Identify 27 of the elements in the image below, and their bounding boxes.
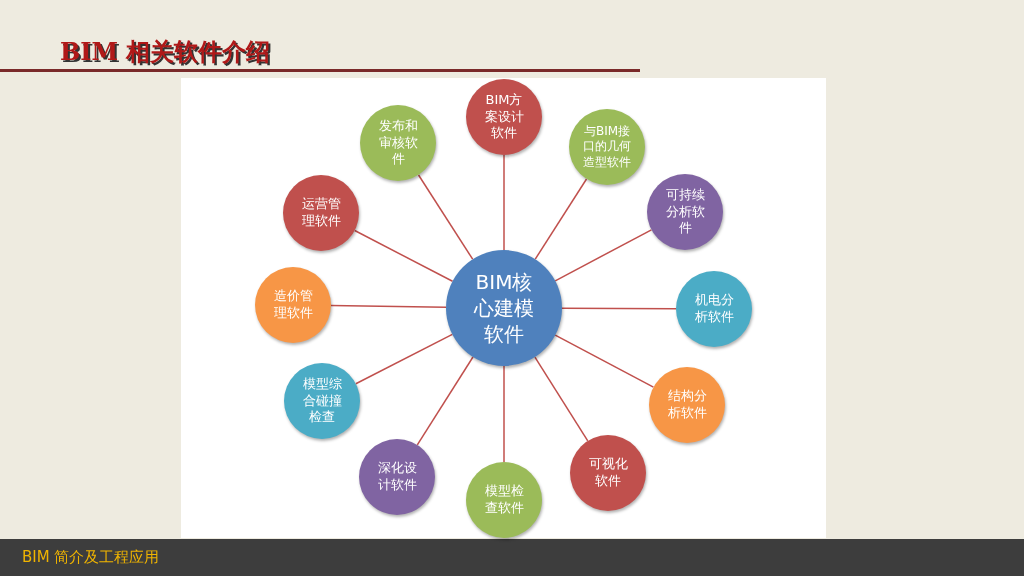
circle-label: 深化设计软件 <box>376 460 418 494</box>
connector-line <box>534 178 588 260</box>
circle-label: 机电分析软件 <box>693 292 735 326</box>
connector-line <box>330 304 447 308</box>
connector-line <box>534 356 589 442</box>
circle-label: 造价管理软件 <box>272 288 314 322</box>
connector-line <box>561 307 677 310</box>
circle-label: 结构分析软件 <box>666 388 708 422</box>
connector-line <box>503 365 505 463</box>
connector-line <box>355 333 454 385</box>
circle-label: 模型检查软件 <box>483 483 525 517</box>
circle-label: 模型综合碰撞检查 <box>301 375 343 427</box>
circle-label: 可视化软件 <box>587 456 629 490</box>
connector-line <box>554 229 653 282</box>
circle-label: 可持续分析软件 <box>664 186 706 238</box>
connector-line <box>554 334 655 388</box>
circle-label: BIM方案设计软件 <box>483 91 525 143</box>
slide-title: BIM 相关软件介绍 <box>60 36 271 68</box>
circle-label: 与BIM接口的几何造型软件 <box>582 123 632 171</box>
footer-text: BIM 简介及工程应用 <box>22 548 160 567</box>
circle-label: BIM核心建模软件 <box>474 269 534 347</box>
circle-label: 运营管理软件 <box>300 196 342 230</box>
connector-line <box>503 154 505 251</box>
connector-line <box>354 229 454 283</box>
circle-label: 发布和审核软件 <box>377 117 419 169</box>
connector-line <box>416 356 474 446</box>
connector-line <box>417 174 474 260</box>
